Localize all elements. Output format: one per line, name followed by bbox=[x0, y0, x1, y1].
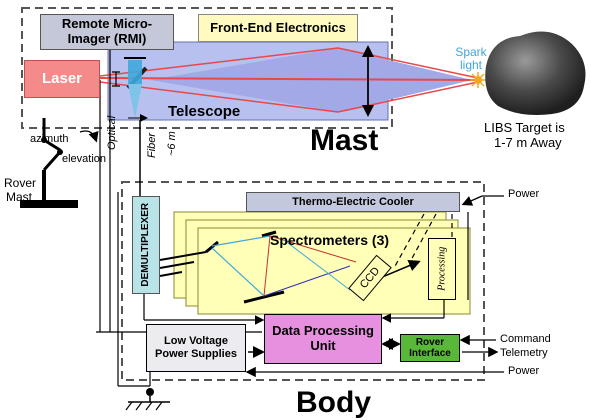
data-processing-unit-box: Data Processing Unit bbox=[264, 314, 382, 364]
rover-interface-label: Rover Interface bbox=[409, 336, 451, 360]
optical-fiber-label-line1: Optical bbox=[106, 115, 118, 150]
command-label: Command bbox=[500, 333, 551, 345]
ground-icon bbox=[125, 388, 170, 411]
body-title: Body bbox=[296, 386, 371, 419]
low-voltage-power-supplies-box: Low Voltage Power Supplies bbox=[146, 324, 246, 372]
laser-beam bbox=[99, 77, 479, 81]
front-end-electronics-box: Front-End Electronics bbox=[198, 14, 358, 42]
laser-beam-return bbox=[337, 81, 479, 113]
spectrometers-label: Spectrometers (3) bbox=[270, 232, 390, 248]
rover-interface-box: Rover Interface bbox=[400, 334, 460, 362]
data-processing-unit-label: Data Processing Unit bbox=[272, 323, 374, 353]
power-top-label: Power bbox=[508, 188, 540, 200]
processing-box: Processing bbox=[428, 238, 456, 300]
body-boundary bbox=[121, 181, 485, 381]
rover-mast-icon bbox=[20, 118, 78, 208]
low-voltage-power-supplies-label: Low Voltage Power Supplies bbox=[155, 335, 237, 360]
rmi-label: Remote Micro-Imager (RMI) bbox=[61, 16, 153, 46]
demultiplexer-label: DEMULTIPLEXER bbox=[140, 203, 152, 287]
optical-fiber-label-line2: Fiber bbox=[146, 132, 158, 158]
processing-label: Processing bbox=[436, 246, 448, 292]
demultiplexer-box: DEMULTIPLEXER bbox=[132, 196, 160, 294]
collimator-mirror bbox=[205, 240, 219, 254]
mast-title: Mast bbox=[310, 124, 379, 157]
grating-icon bbox=[261, 230, 277, 238]
telescope-label: Telescope bbox=[168, 103, 241, 120]
focusing-mirror bbox=[243, 290, 285, 304]
telemetry-label: Telemetry bbox=[500, 347, 548, 359]
target-caption-line2: 1-7 m Away bbox=[494, 135, 562, 150]
fiber-light-cone bbox=[128, 84, 142, 118]
rotation-arrow-icon bbox=[79, 130, 99, 143]
front-end-electronics-label: Front-End Electronics bbox=[210, 19, 346, 35]
laser-box: Laser bbox=[24, 60, 100, 98]
laser-label: Laser bbox=[41, 70, 83, 88]
rock-target-icon bbox=[485, 31, 586, 115]
elevation-label: elevation bbox=[62, 153, 107, 165]
thermo-electric-cooler-box: Thermo-Electric Cooler bbox=[246, 192, 460, 212]
laser-beam-top-return bbox=[337, 47, 479, 79]
power-bottom-label: Power bbox=[508, 365, 540, 377]
spark-icon bbox=[470, 72, 486, 88]
focus-adjust-icon bbox=[112, 71, 120, 87]
fiber-length-label: ~6 m bbox=[166, 131, 178, 156]
rmi-box: Remote Micro-Imager (RMI) bbox=[40, 14, 174, 50]
target-caption-line1: LIBS Target is bbox=[484, 120, 565, 135]
rmi-light-path bbox=[128, 60, 142, 84]
thermo-electric-cooler-label: Thermo-Electric Cooler bbox=[292, 195, 414, 208]
rover-mast-title-line2: Mast bbox=[6, 190, 33, 204]
spark-light-label: Spark light bbox=[455, 45, 487, 73]
spectrometer-stack bbox=[173, 211, 471, 315]
rover-mast-title-line1: Rover bbox=[4, 176, 37, 190]
azimuth-label: azimuth bbox=[30, 133, 69, 145]
